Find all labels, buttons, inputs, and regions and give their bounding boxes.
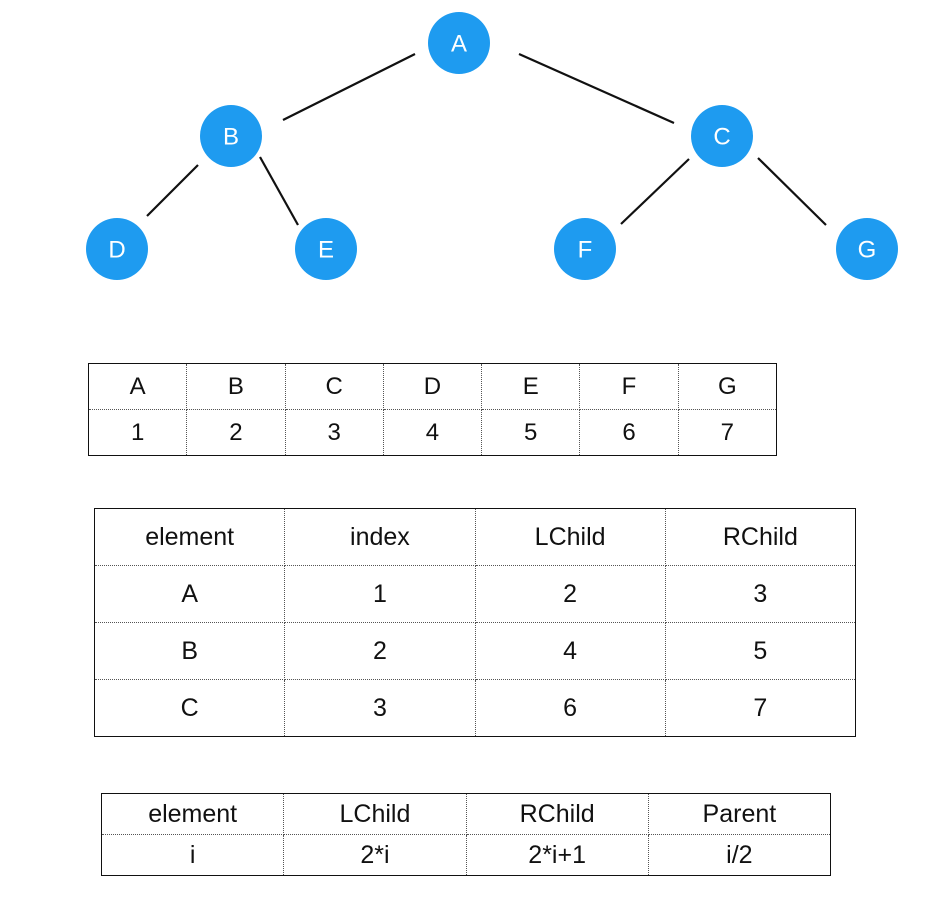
index-cell: 5: [481, 409, 581, 456]
tree-node-label-e: E: [318, 237, 334, 264]
tree-node-label-a: A: [451, 31, 467, 58]
header-cell: element: [93, 508, 286, 566]
tree-node-a: A: [428, 12, 490, 74]
table-cell: 7: [664, 679, 857, 737]
header-cell: element: [100, 793, 285, 835]
element-cell: F: [579, 363, 679, 410]
table-cell: i/2: [647, 834, 832, 876]
tree-node-label-g: G: [858, 237, 877, 264]
index-cell: 7: [677, 409, 778, 456]
index-cell: 2: [186, 409, 286, 456]
index-cell: 3: [284, 409, 384, 456]
table-cell: 2*i: [283, 834, 467, 876]
element-cell: A: [87, 363, 188, 410]
table-cell: 5: [664, 622, 857, 680]
table-row: i 2*i 2*i+1 i/2: [100, 834, 832, 876]
edge-b-d: [146, 164, 199, 217]
index-cell: 4: [382, 409, 483, 456]
edge-a-c: [518, 52, 675, 125]
table-cell: i: [100, 834, 285, 876]
edge-b-e: [259, 156, 299, 226]
tree-node-g: G: [836, 218, 898, 280]
table-header-row: element LChild RChild Parent: [100, 793, 832, 835]
element-cell: D: [382, 363, 483, 410]
tree-node-label-b: B: [223, 124, 239, 151]
tree-node-c: C: [691, 105, 753, 167]
header-cell: RChild: [664, 508, 857, 566]
table-cell: 1: [284, 565, 476, 623]
header-cell: LChild: [283, 793, 467, 835]
table-row: C 3 6 7: [93, 679, 857, 737]
table-row: A 1 2 3: [93, 565, 857, 623]
header-cell: Parent: [647, 793, 832, 835]
tree-node-e: E: [295, 218, 357, 280]
tree-edges: [146, 52, 827, 226]
children-table: element index LChild RChild A 1 2 3 B 2 …: [93, 508, 857, 737]
header-cell: index: [284, 508, 476, 566]
header-cell: LChild: [474, 508, 666, 566]
table-cell: 6: [474, 679, 666, 737]
formula-table: element LChild RChild Parent i 2*i 2*i+1…: [100, 793, 832, 876]
index-cell: 1: [87, 409, 188, 456]
header-cell: RChild: [465, 793, 649, 835]
element-cell: E: [481, 363, 581, 410]
table-cell: A: [93, 565, 286, 623]
tree-node-d: D: [86, 218, 148, 280]
table-cell: 3: [664, 565, 857, 623]
table-cell: B: [93, 622, 286, 680]
table-header-row: element index LChild RChild: [93, 508, 857, 566]
tree-node-f: F: [554, 218, 616, 280]
edge-c-f: [620, 158, 690, 225]
tree-node-label-c: C: [713, 124, 730, 151]
index-cell: 6: [579, 409, 679, 456]
element-cell: C: [284, 363, 384, 410]
element-index-table: A B C D E F G 1 2 3 4 5 6 7: [87, 363, 778, 456]
table-cell: 2: [474, 565, 666, 623]
tree-node-label-f: F: [578, 237, 593, 264]
edge-c-g: [757, 157, 827, 226]
table-cell: C: [93, 679, 286, 737]
table-cell: 2: [284, 622, 476, 680]
binary-tree-diagram: A B C D E F G: [86, 12, 898, 280]
tree-node-b: B: [200, 105, 262, 167]
table-cell: 4: [474, 622, 666, 680]
edge-a-b: [282, 53, 416, 121]
element-cell: B: [186, 363, 286, 410]
table-cell: 3: [284, 679, 476, 737]
element-cell: G: [677, 363, 778, 410]
table-cell: 2*i+1: [465, 834, 649, 876]
tree-node-label-d: D: [108, 237, 125, 264]
element-row: A B C D E F G: [87, 363, 778, 410]
table-row: B 2 4 5: [93, 622, 857, 680]
index-row: 1 2 3 4 5 6 7: [87, 409, 778, 456]
